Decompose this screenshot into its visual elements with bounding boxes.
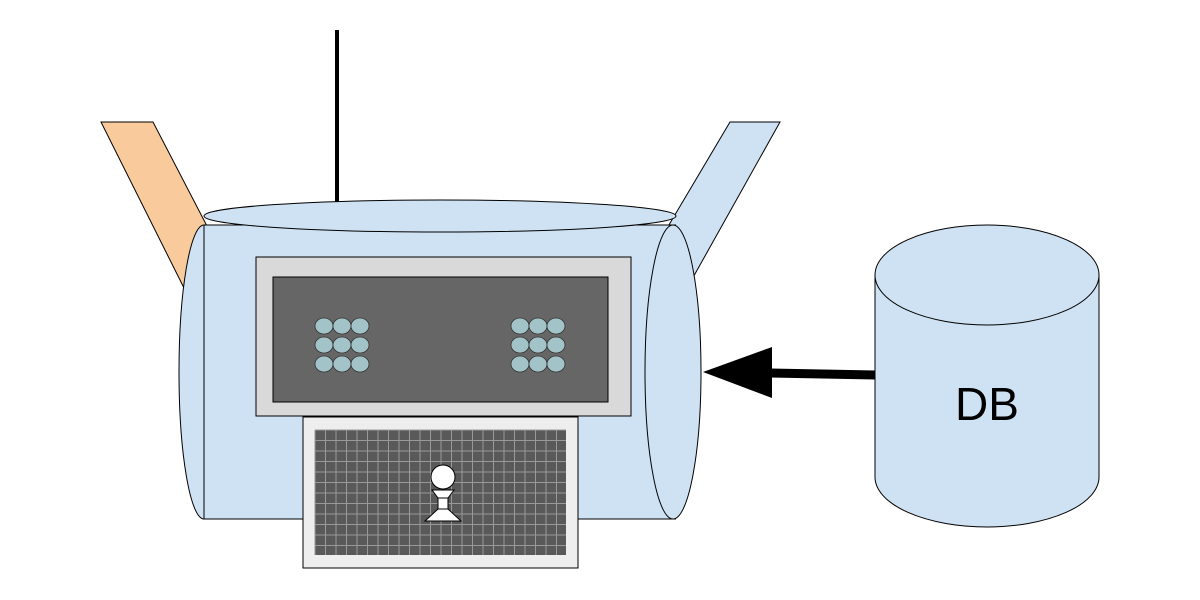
eye-dot (350, 317, 370, 335)
eye-dot (332, 336, 352, 354)
database-cylinder-icon: DB (874, 224, 1100, 528)
eye-dot (314, 317, 334, 335)
eye-dot (546, 336, 566, 354)
arrow-left-icon (703, 347, 876, 398)
eye-dot (350, 355, 370, 373)
body-right-cap (644, 224, 702, 520)
person-pawn-icon (423, 464, 463, 522)
eye-dot (528, 336, 548, 354)
left-eye-dots (314, 317, 370, 373)
eye-dot (510, 317, 530, 335)
eye-dot (546, 355, 566, 373)
eye-dot (314, 355, 334, 373)
eye-dot (528, 317, 548, 335)
right-eye-dots (510, 317, 566, 373)
eye-dot (314, 336, 334, 354)
grid-panel-lines (314, 429, 566, 555)
body-top-cap (203, 199, 677, 233)
eye-dot (510, 336, 530, 354)
eye-dot (332, 317, 352, 335)
database-label: DB (955, 378, 1019, 430)
eye-dot (528, 355, 548, 373)
eye-dot (332, 355, 352, 373)
eye-dot (510, 355, 530, 373)
eye-dot (350, 336, 370, 354)
eye-dot (546, 317, 566, 335)
